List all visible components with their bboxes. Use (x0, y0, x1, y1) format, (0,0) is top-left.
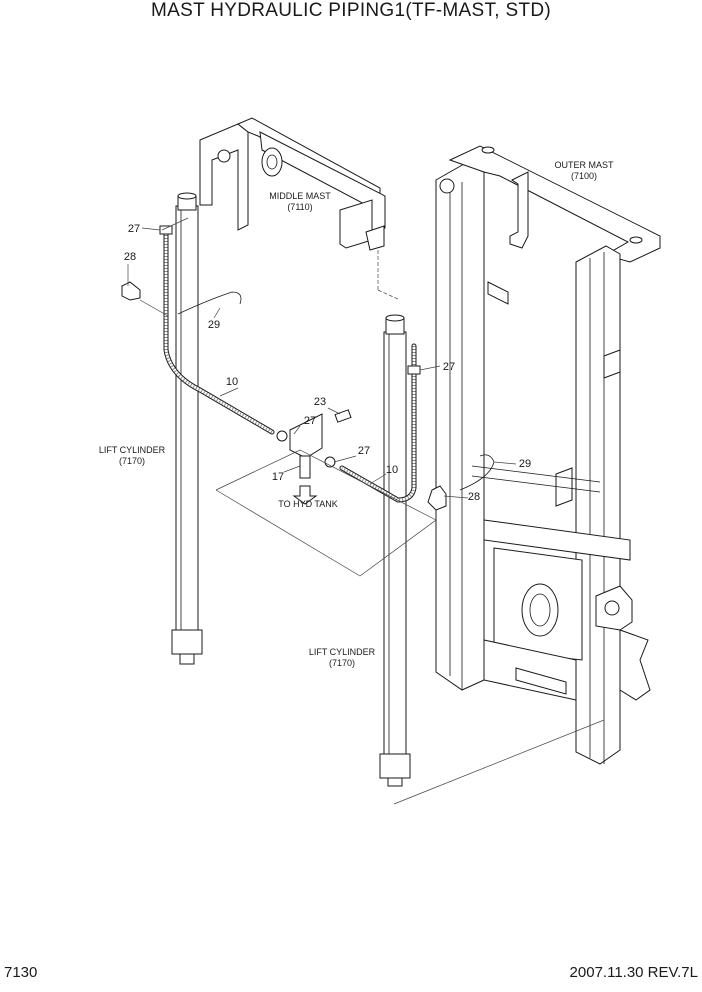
middle-mast-drawing (199, 117, 401, 301)
hose-right (339, 343, 417, 503)
lift-cylinder-right-drawing (379, 314, 411, 787)
page-number: 7130 (4, 964, 38, 981)
middle-mast-code: (7110) (287, 202, 312, 212)
lift-cylinder-left-drawing (171, 192, 203, 665)
middle-mast-label: MIDDLE MAST (269, 191, 331, 201)
callout-10: 10 (226, 376, 238, 388)
callout-29: 29 (208, 319, 220, 331)
clamps (121, 225, 495, 511)
outer-mast-label: OUTER MAST (554, 160, 614, 170)
lift-cylinder-right-label: LIFT CYLINDER (309, 647, 376, 657)
callout-27: 27 (128, 223, 140, 235)
page-title: MAST HYDRAULIC PIPING1(TF-MAST, STD) (151, 0, 551, 21)
projection-lines (161, 217, 605, 805)
lift-cylinder-left-label: LIFT CYLINDER (99, 445, 166, 455)
callout-27: 27 (304, 415, 316, 427)
lift-cylinder-right-code: (7170) (329, 658, 355, 668)
revision-date: 2007.11.30 REV.7L (569, 964, 698, 981)
callout-23: 23 (314, 396, 326, 408)
callout-10: 10 (386, 464, 398, 476)
leader-lines (127, 227, 517, 499)
callout-28: 28 (468, 491, 480, 503)
callout-29: 29 (519, 458, 531, 470)
outer-mast-code: (7100) (571, 171, 597, 181)
outer-mast-drawing (435, 145, 661, 765)
to-hyd-tank-label: TO HYD TANK (278, 499, 338, 509)
hose-left (163, 229, 275, 435)
callout-28: 28 (124, 251, 136, 263)
tee-block (276, 409, 352, 505)
callout-27: 27 (358, 445, 370, 457)
callout-17: 17 (272, 471, 284, 483)
callout-27: 27 (443, 361, 455, 373)
lift-cylinder-left-code: (7170) (119, 456, 145, 466)
